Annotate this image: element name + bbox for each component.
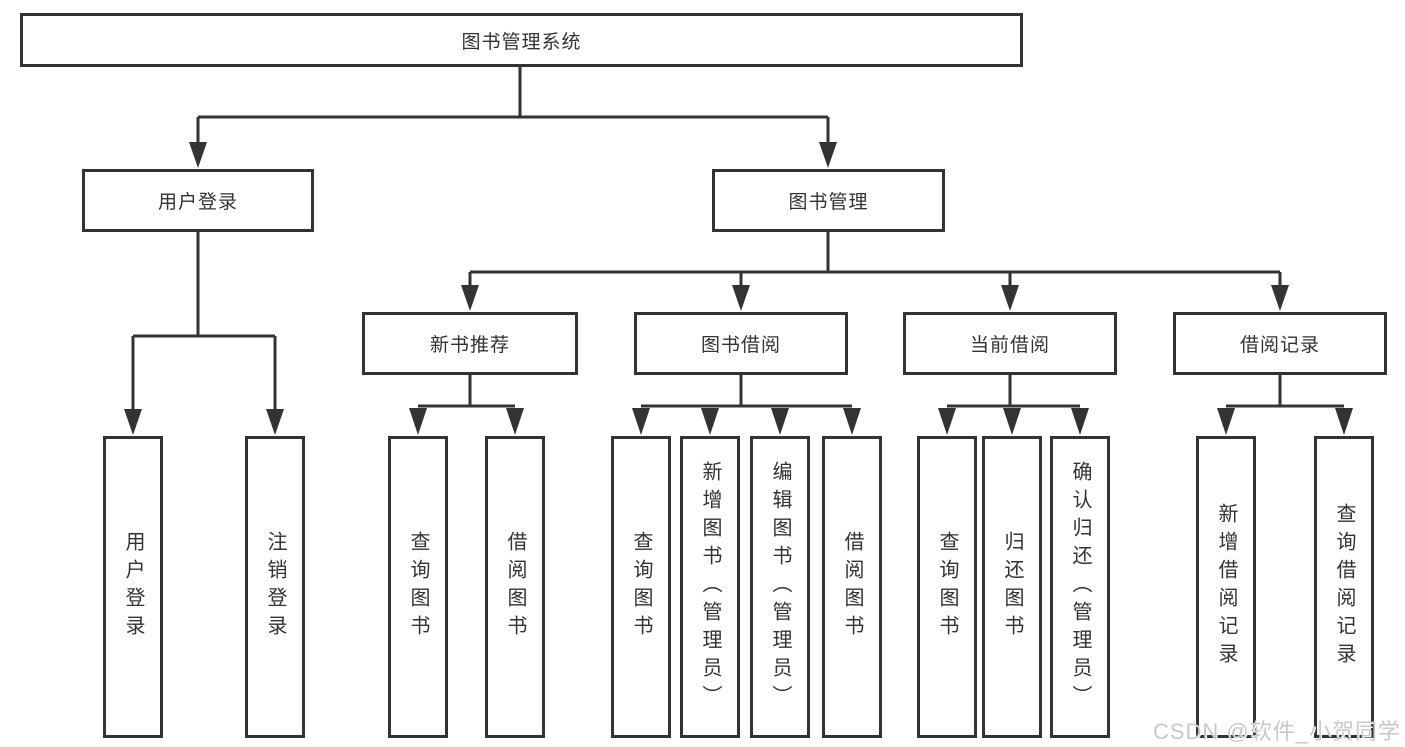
connector-user-login <box>124 232 284 435</box>
leaf-confirm-return-admin: 确认归还（管理员） <box>1050 436 1110 738</box>
node-borrowing-records: 借阅记录 <box>1173 312 1387 375</box>
connector-book-management <box>461 232 1289 311</box>
node-book-management: 图书管理 <box>712 169 945 232</box>
leaf-edit-books-admin: 编辑图书（管理员） <box>750 436 810 738</box>
connector-book-borrowing <box>632 375 861 435</box>
connector-current-borrowing <box>938 375 1089 435</box>
leaf-query-borrow-record: 查询借阅记录 <box>1314 436 1374 738</box>
node-current-borrowing: 当前借阅 <box>903 312 1117 375</box>
node-user-login: 用户登录 <box>82 169 314 232</box>
leaf-add-borrow-record: 新增借阅记录 <box>1196 436 1256 738</box>
leaf-query-books-current: 查询图书 <box>917 436 977 738</box>
leaf-borrow-books-recommend: 借阅图书 <box>485 436 545 738</box>
connector-borrowing-records <box>1217 375 1353 435</box>
leaf-logout: 注销登录 <box>245 436 305 738</box>
leaf-query-books-borrowing: 查询图书 <box>611 436 671 738</box>
node-library-management-system: 图书管理系统 <box>20 13 1023 67</box>
leaf-user-login: 用户登录 <box>103 436 163 738</box>
node-new-book-recommendation: 新书推荐 <box>362 312 578 375</box>
leaf-borrow-books: 借阅图书 <box>822 436 882 738</box>
node-book-borrowing: 图书借阅 <box>634 312 848 375</box>
connector-root <box>189 67 837 168</box>
connector-new-book-recommendation <box>409 375 524 435</box>
leaf-return-books: 归还图书 <box>982 436 1042 738</box>
leaf-add-books-admin: 新增图书（管理员） <box>680 436 740 738</box>
csdn-watermark: CSDN @软件_小贺同学 <box>1152 719 1401 744</box>
leaf-query-books-recommend: 查询图书 <box>388 436 448 738</box>
